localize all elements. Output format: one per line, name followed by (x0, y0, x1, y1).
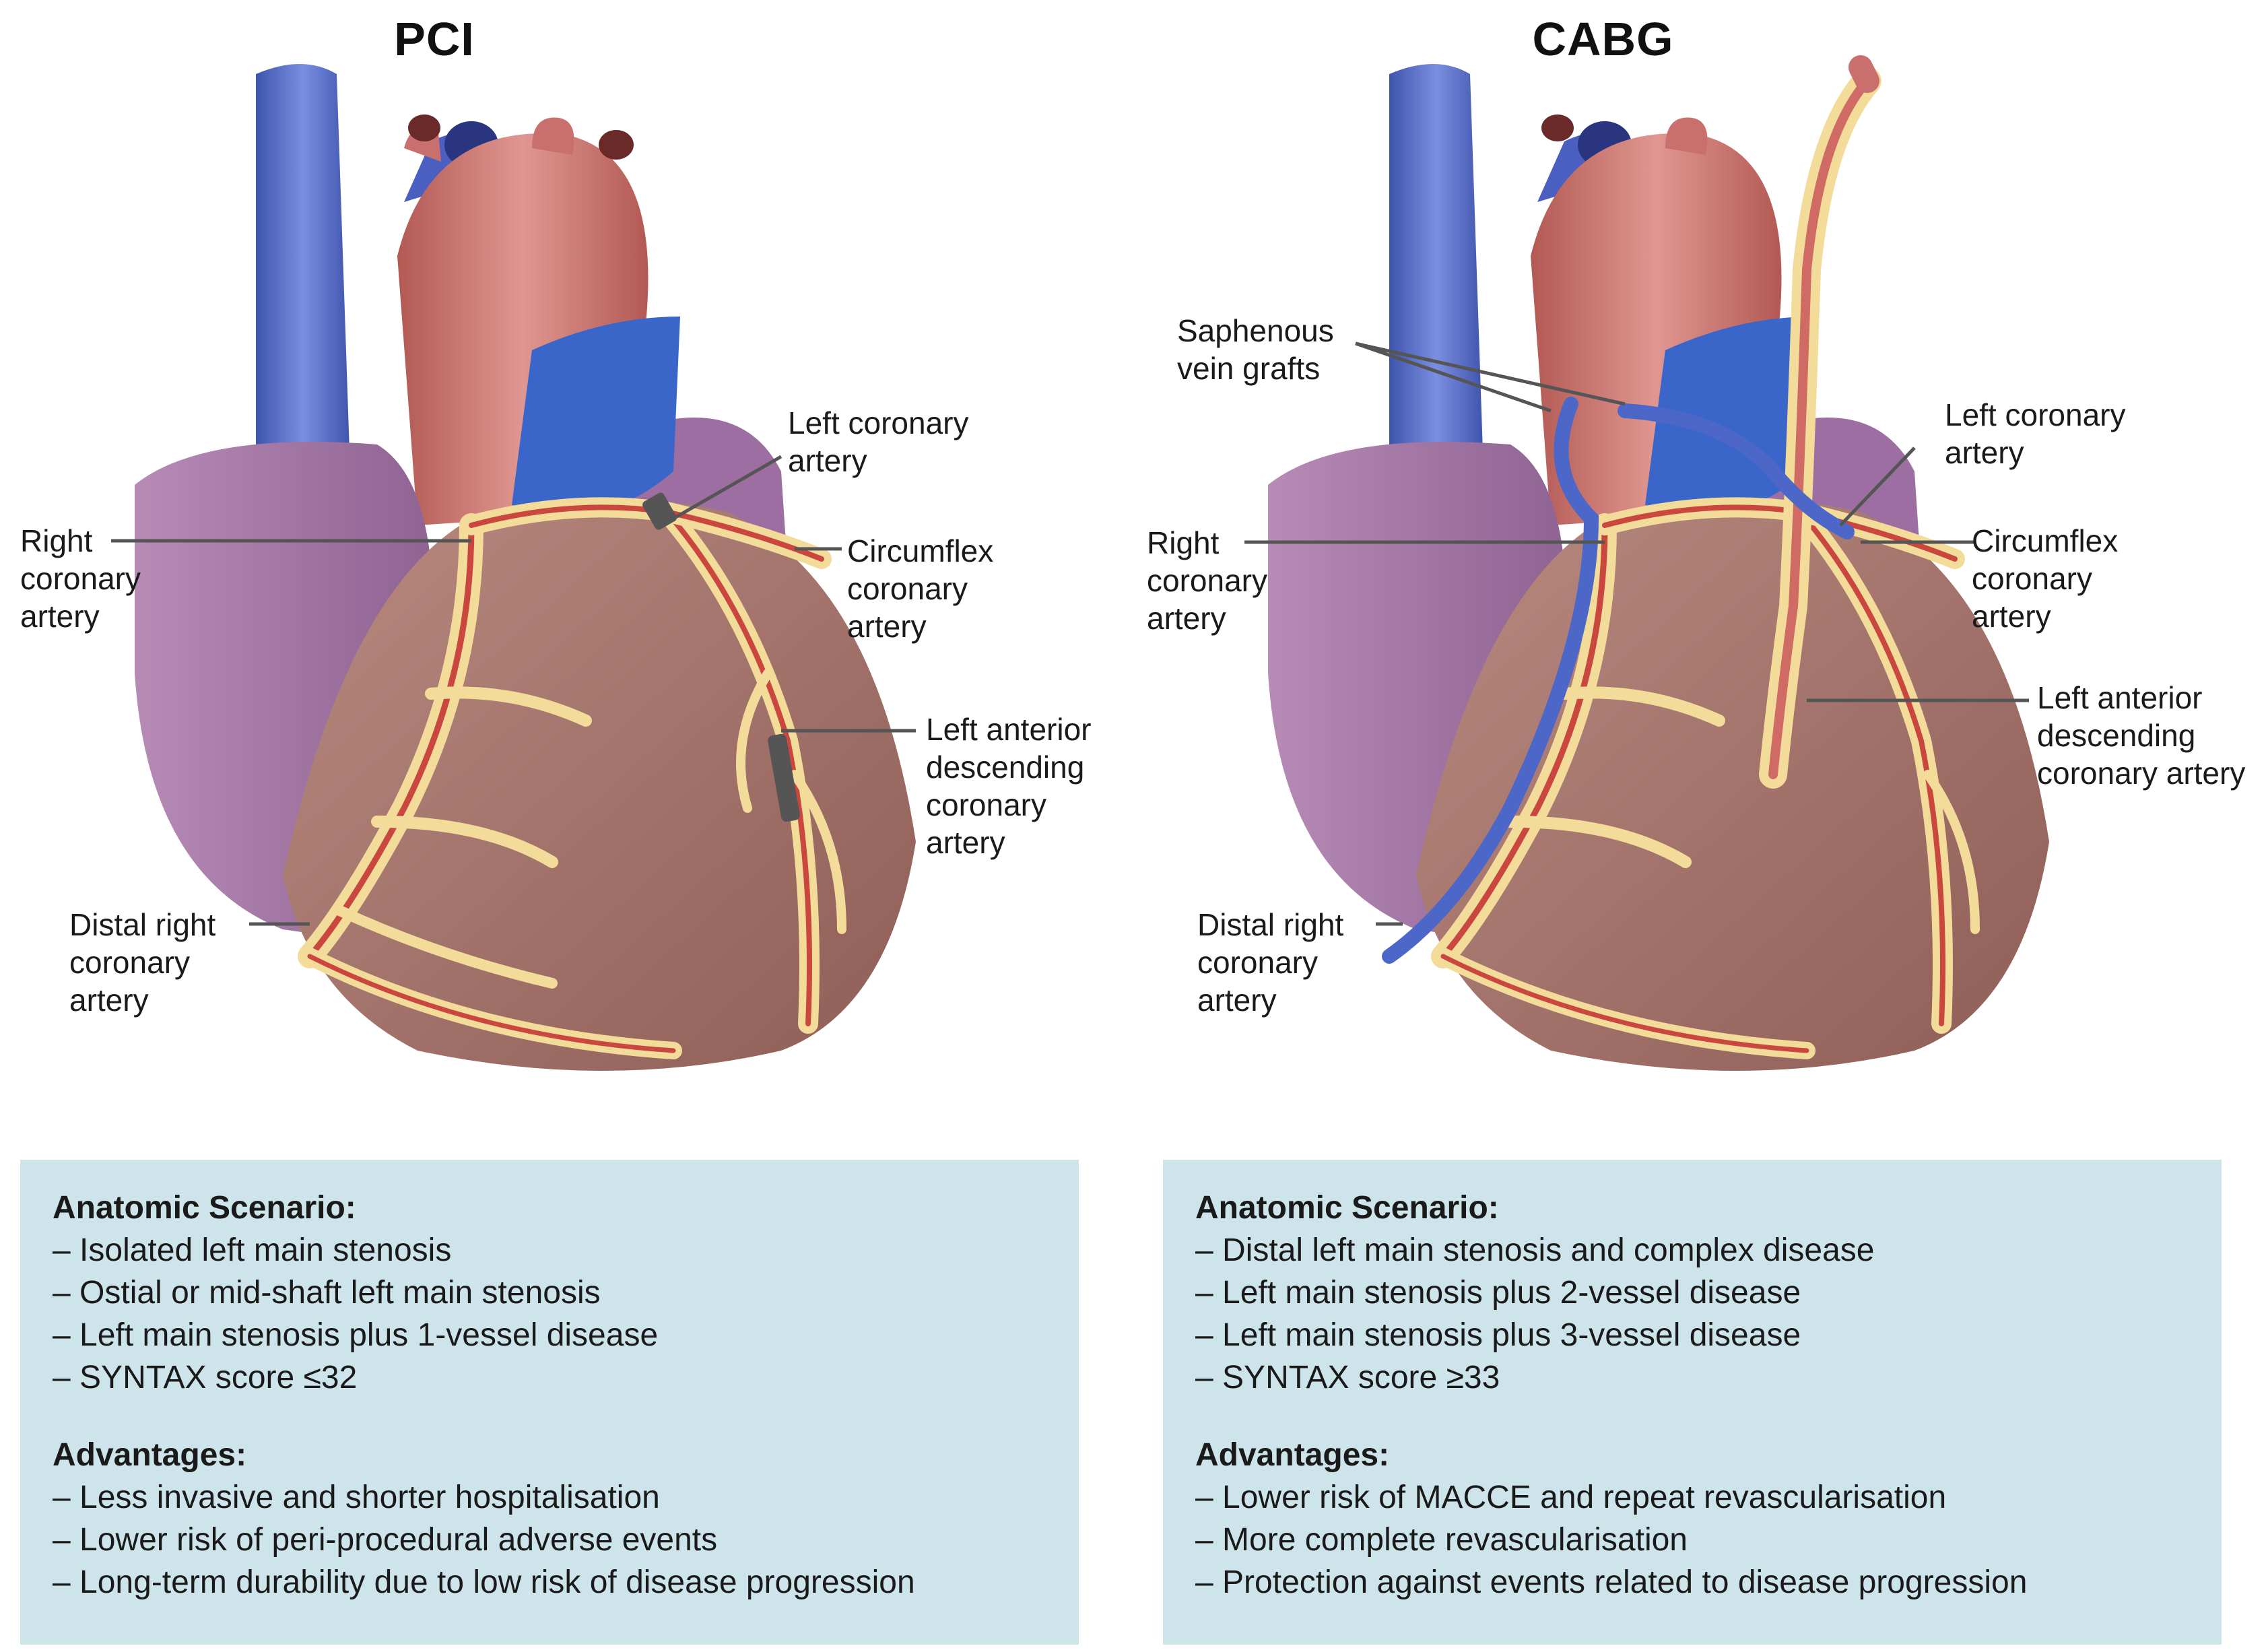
list-item: – More complete revascularisation (1195, 1522, 1688, 1558)
pci-title: PCI (394, 13, 475, 65)
cabg-advantages-heading: Advantages: (1195, 1437, 1390, 1473)
cabg-panel: CABG Saphenous vein grafts Right coronar… (1133, 0, 2266, 1111)
pci-advantages-list: – Less invasive and shorter hospitalisat… (53, 1476, 1046, 1604)
cabg-anatomic-heading: Anatomic Scenario: (1195, 1190, 1499, 1226)
cabg-info-box: Anatomic Scenario: – Distal left main st… (1163, 1160, 2222, 1645)
pci-heart-illustration (111, 64, 916, 1071)
list-item: – Left main stenosis plus 1-vessel disea… (53, 1317, 659, 1353)
saphenous-vein-grafts (1382, 397, 1855, 964)
pci-anatomic-heading: Anatomic Scenario: (53, 1190, 356, 1226)
pci-advantages-heading: Advantages: (53, 1437, 247, 1473)
pci-anatomic-list: – Isolated left main stenosis – Ostial o… (53, 1229, 1046, 1399)
cabg-label-lad: Left anterior descending coronary artery (2037, 680, 2246, 791)
stent-left-main (642, 492, 677, 530)
cabg-label-distal-right: Distal right coronary artery (1197, 907, 1344, 1018)
list-item: – Protection against events related to d… (1195, 1564, 2028, 1600)
pci-label-right-coronary: Right coronary artery (20, 523, 141, 634)
list-item: – SYNTAX score ≥33 (1195, 1360, 1500, 1395)
list-item: – Long-term durability due to low risk o… (53, 1564, 915, 1600)
list-item: – Lower risk of MACCE and repeat revascu… (1195, 1480, 1947, 1515)
superior-vena-cava (1389, 64, 1484, 512)
cabg-anatomic-list: – Distal left main stenosis and complex … (1195, 1229, 2189, 1399)
coronary-vessels (298, 497, 846, 1059)
mammary-artery-graft (1759, 55, 1881, 789)
cabg-label-saphenous: Saphenous vein grafts (1177, 313, 1334, 386)
superior-vena-cava (256, 64, 350, 512)
list-item: – Distal left main stenosis and complex … (1195, 1232, 1875, 1268)
list-item: – Less invasive and shorter hospitalisat… (53, 1480, 660, 1515)
list-item: – Isolated left main stenosis (53, 1232, 452, 1268)
cabg-label-circumflex: Circumflex coronary artery (1972, 523, 2119, 634)
cabg-heart-illustration (1244, 55, 2049, 1071)
cabg-label-right-coronary: Right coronary artery (1147, 525, 1267, 636)
pci-info-box: Anatomic Scenario: – Isolated left main … (20, 1160, 1079, 1645)
cabg-title: CABG (1532, 13, 1674, 65)
list-item: – Left main stenosis plus 3-vessel disea… (1195, 1317, 1801, 1353)
pci-label-distal-right: Distal right coronary artery (69, 907, 216, 1018)
list-item: – Left main stenosis plus 2-vessel disea… (1195, 1275, 1801, 1311)
pci-label-lad: Left anterior descending coronary artery (926, 712, 1092, 860)
pci-label-left-coronary: Left coronary artery (788, 405, 969, 478)
pulmonary-trunk (512, 317, 680, 512)
list-item: – Lower risk of peri-procedural adverse … (53, 1522, 718, 1558)
pci-label-circumflex: Circumflex coronary artery (847, 533, 994, 644)
cabg-label-left-coronary: Left coronary artery (1945, 397, 2126, 470)
list-item: – Ostial or mid-shaft left main stenosis (53, 1275, 601, 1311)
stent-lad (768, 733, 800, 822)
cabg-advantages-list: – Lower risk of MACCE and repeat revascu… (1195, 1476, 2189, 1604)
pci-panel: PCI Right coronary artery Left coronary … (0, 0, 1133, 1111)
list-item: – SYNTAX score ≤32 (53, 1360, 358, 1395)
